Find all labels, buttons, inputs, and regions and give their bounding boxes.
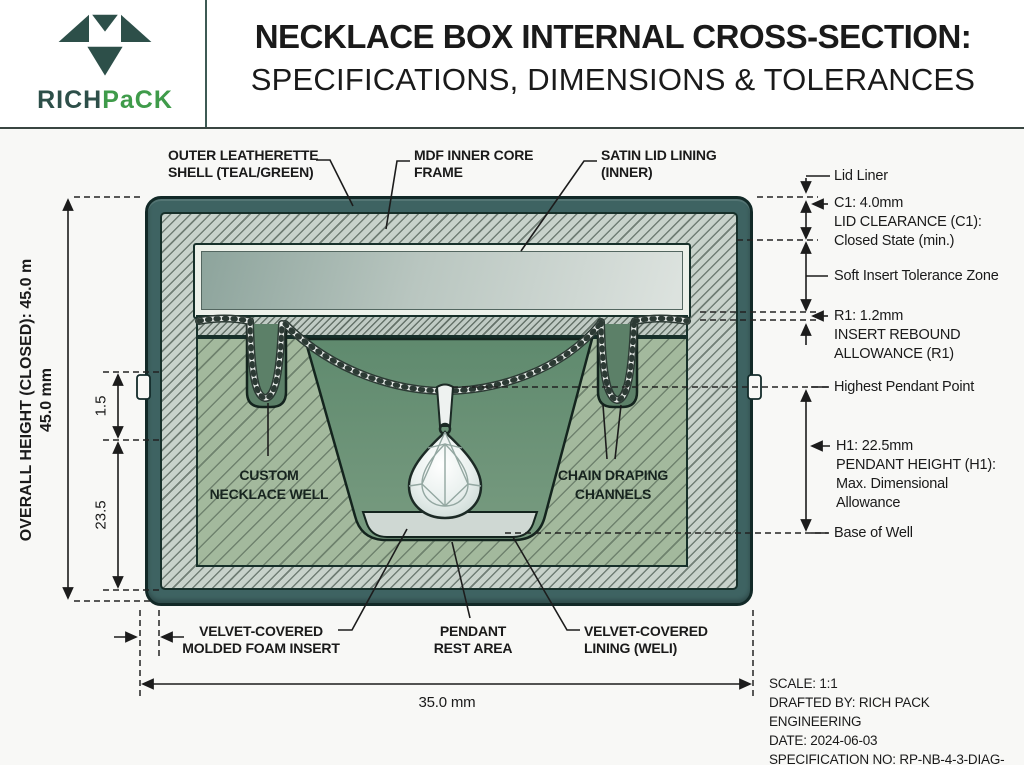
page-title: NECKLACE BOX INTERNAL CROSS-SECTION: SPE…	[210, 18, 1016, 98]
callout-mdf-core: MDF INNER CORE FRAME	[414, 147, 534, 180]
callout-foam-insert: VELVET-COVERED MOLDED FOAM INSERT	[182, 623, 340, 656]
callout-h1-pendant-height: H1: 22.5mm PENDANT HEIGHT (H1): Max. Dim…	[836, 438, 996, 511]
header: RICHPaCK NECKLACE BOX INTERNAL CROSS-SEC…	[0, 0, 1024, 127]
extension-lines	[74, 196, 828, 698]
title-block-spec-no: SPECIFICATION NO: RP-NB-4-3-DIAG-001	[769, 752, 1005, 765]
brand-wordmark: RICHPaCK	[0, 86, 210, 115]
satin-lid-lining	[201, 251, 683, 310]
dim-label-upper: 1.5	[92, 395, 110, 417]
callout-chain-channels: CHAIN DRAPING CHANNELS	[557, 467, 669, 502]
header-vertical-divider	[205, 0, 207, 127]
dimension-lines	[62, 178, 830, 690]
title-block-drafted-by: DRAFTED BY: RICH PACK ENGINEERING	[769, 695, 930, 729]
callout-r1-rebound: R1: 1.2mm INSERT REBOUND ALLOWANCE (R1)	[834, 308, 961, 362]
callout-overall-height: OVERALL HEIGHT (CLOSED): 45.0 m 45.0 mm	[18, 258, 55, 542]
callout-pendant-rest: PENDANT REST AREA	[433, 623, 513, 656]
callout-necklace-well: CUSTOM NECKLACE WELL	[209, 467, 329, 502]
callout-outer-shell: OUTER LEATHERETTE SHELL (TEAL/GREEN)	[168, 147, 319, 180]
insert-top-surface	[196, 315, 688, 337]
richpack-diamond-logo-icon	[58, 14, 152, 76]
callout-lid-liner: Lid Liner	[834, 168, 888, 184]
brand-rich: RICH	[37, 86, 103, 114]
callout-highest-pendant-point: Highest Pendant Point	[834, 379, 975, 395]
callout-satin-lining: SATIN LID LINING (INNER)	[601, 147, 717, 180]
brand-pack: PaCK	[102, 86, 173, 114]
callout-c1-clearance: C1: 4.0mm LID CLEARANCE (C1): Closed Sta…	[834, 195, 982, 249]
lid-split-notch-left	[136, 374, 151, 400]
teardrop-pendant	[407, 383, 483, 520]
title-line-1: NECKLACE BOX INTERNAL CROSS-SECTION:	[254, 18, 972, 55]
title-line-2: SPECIFICATIONS, DIMENSIONS & TOLERANCES	[250, 62, 976, 97]
dim-label-lower: 23.5	[92, 500, 110, 530]
callout-well-lining: VELVET-COVERED LINING (WELI)	[584, 623, 708, 656]
dim-label-width: 35.0 mm	[418, 694, 476, 711]
callout-base-of-well: Base of Well	[834, 525, 913, 541]
title-block: SCALE: 1:1 DRAFTED BY: RICH PACK ENGINEE…	[769, 674, 1024, 765]
header-rule	[0, 127, 1024, 129]
leader-lines	[267, 159, 830, 631]
callout-tolerance-zone: Soft Insert Tolerance Zone	[834, 268, 999, 284]
title-block-scale: SCALE: 1:1	[769, 676, 838, 691]
title-block-date: DATE: 2024-06-03	[769, 733, 878, 748]
